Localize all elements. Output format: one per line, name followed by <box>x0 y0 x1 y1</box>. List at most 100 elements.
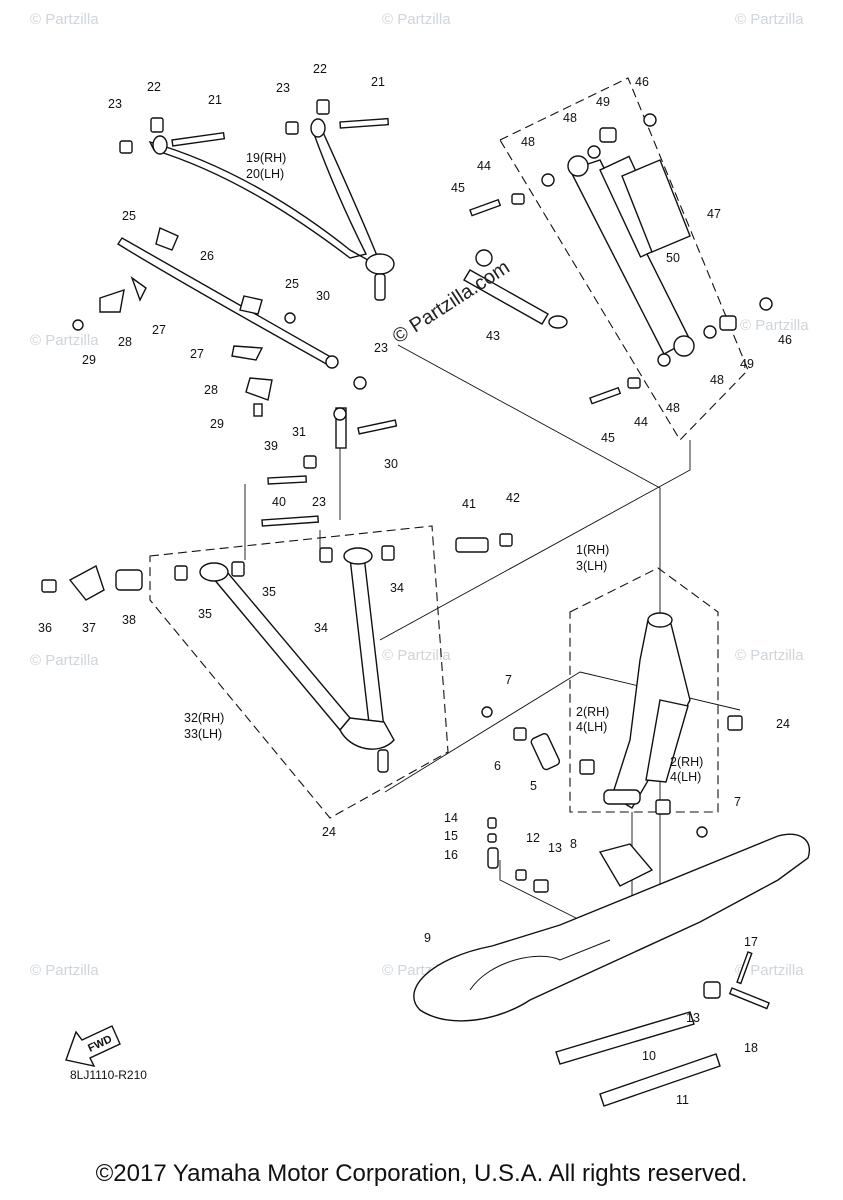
callout-label: 22 <box>147 80 161 94</box>
callout-label: 46 <box>635 75 649 89</box>
callout-label: 34 <box>390 581 404 595</box>
upper-a-arm <box>148 118 395 301</box>
callout-label: 23 <box>108 97 122 111</box>
watermark: © Partzilla <box>740 317 809 334</box>
watermark-layer: © Partzilla © Partzilla © Partzilla © Pa… <box>30 11 809 979</box>
watermark: © Partzilla <box>30 652 99 669</box>
callout-label: 10 <box>642 1049 656 1063</box>
callout-label: 35 <box>198 607 212 621</box>
callout-label: 25 <box>285 277 299 291</box>
callout-label: 48 <box>563 111 577 125</box>
callout-label: 2(RH) <box>670 755 703 769</box>
callout-label: 9 <box>424 931 431 945</box>
callout-label: 6 <box>494 759 501 773</box>
callout-label: 29 <box>210 417 224 431</box>
callout-label: 13 <box>686 1011 700 1025</box>
callout-label: 48 <box>710 373 724 387</box>
upper-arm-hardware <box>119 99 390 154</box>
watermark: © Partzilla <box>30 332 99 349</box>
callout-label: 44 <box>634 415 648 429</box>
callout-label: 47 <box>707 207 721 221</box>
callout-label: 21 <box>371 75 385 89</box>
callout-label: 1(RH) <box>576 543 609 557</box>
callout-label: 23 <box>312 495 326 509</box>
callout-label: 49 <box>596 95 610 109</box>
callout-label: 36 <box>38 621 52 635</box>
watermark: © Partzilla <box>735 11 804 28</box>
callout-label: 24 <box>322 825 336 839</box>
diagram-code: 8LJ1110-R210 <box>70 1068 147 1082</box>
watermark: © Partzilla <box>382 11 451 28</box>
spindle-group-outline <box>569 567 719 813</box>
callout-label: 18 <box>744 1041 758 1055</box>
callout-label: 30 <box>384 457 398 471</box>
lower-arm-hardware <box>41 407 513 601</box>
copyright-notice: ©2017 Yamaha Motor Corporation, U.S.A. A… <box>95 1160 748 1187</box>
callout-label: 11 <box>676 1093 689 1107</box>
callout-label: 32(RH) <box>184 711 224 725</box>
callout-label: 2(RH) <box>576 705 609 719</box>
callout-label: 23 <box>374 341 388 355</box>
callout-label: 45 <box>601 431 615 445</box>
callout-label: 28 <box>204 383 218 397</box>
callout-label: 43 <box>486 329 500 343</box>
watermark: © Partzilla <box>30 11 99 28</box>
shock-adjuster <box>463 249 568 329</box>
callout-label: 34 <box>314 621 328 635</box>
callout-label: 15 <box>444 829 458 843</box>
callout-label: 48 <box>521 135 535 149</box>
shock-group-outline <box>499 77 749 441</box>
callout-label: 50 <box>666 251 680 265</box>
callout-label: 13 <box>548 841 562 855</box>
callout-label: 4(LH) <box>576 720 607 734</box>
stabilizer-assembly <box>72 227 367 417</box>
ski-runners <box>555 1011 721 1107</box>
callout-label: 48 <box>666 401 680 415</box>
callout-label: 40 <box>272 495 286 509</box>
callout-label: 16 <box>444 848 458 862</box>
spindle-hardware <box>481 706 743 838</box>
watermark: © Partzilla <box>30 962 99 979</box>
callout-label: 14 <box>444 811 458 825</box>
callout-label: 21 <box>208 93 222 107</box>
watermark: © Partzilla <box>382 647 451 664</box>
callout-label: 44 <box>477 159 491 173</box>
callout-label: 30 <box>316 289 330 303</box>
callout-label: 49 <box>740 357 754 371</box>
callout-label: 4(LH) <box>670 770 701 784</box>
callout-label: 41 <box>462 497 476 511</box>
callout-label: 28 <box>118 335 132 349</box>
callout-label: 37 <box>82 621 96 635</box>
callout-label: 17 <box>744 935 758 949</box>
callout-label: 23 <box>276 81 290 95</box>
watermark: © Partzilla <box>735 962 804 979</box>
callout-label: 12 <box>526 831 540 845</box>
watermark: © Partzilla <box>735 647 804 664</box>
callout-label: 20(LH) <box>246 167 284 181</box>
callout-label: 45 <box>451 181 465 195</box>
callout-label: 25 <box>122 209 136 223</box>
callout-labels: 23 22 21 23 22 21 19(RH) 20(LH) 46 49 48… <box>38 62 792 1107</box>
callout-label: 38 <box>122 613 136 627</box>
lower-arm-group-outline <box>149 525 449 819</box>
callout-label: 7 <box>505 673 512 687</box>
group-outlines <box>149 77 749 819</box>
callout-label: 19(RH) <box>246 151 286 165</box>
ski <box>413 817 811 1022</box>
callout-label: 7 <box>734 795 741 809</box>
callout-label: 39 <box>264 439 278 453</box>
lower-a-arm <box>199 547 395 773</box>
callout-label: 42 <box>506 491 520 505</box>
spindle <box>603 612 691 809</box>
callout-label: 22 <box>313 62 327 76</box>
callout-label: 26 <box>200 249 214 263</box>
callout-label: 24 <box>776 717 790 731</box>
callout-label: 27 <box>152 323 166 337</box>
callout-label: 29 <box>82 353 96 367</box>
callout-label: 27 <box>190 347 204 361</box>
callout-label: 31 <box>292 425 306 439</box>
callout-label: 46 <box>778 333 792 347</box>
fwd-arrow: FWD <box>65 1025 121 1067</box>
callout-label: 33(LH) <box>184 727 222 741</box>
shock-absorber <box>469 113 773 405</box>
